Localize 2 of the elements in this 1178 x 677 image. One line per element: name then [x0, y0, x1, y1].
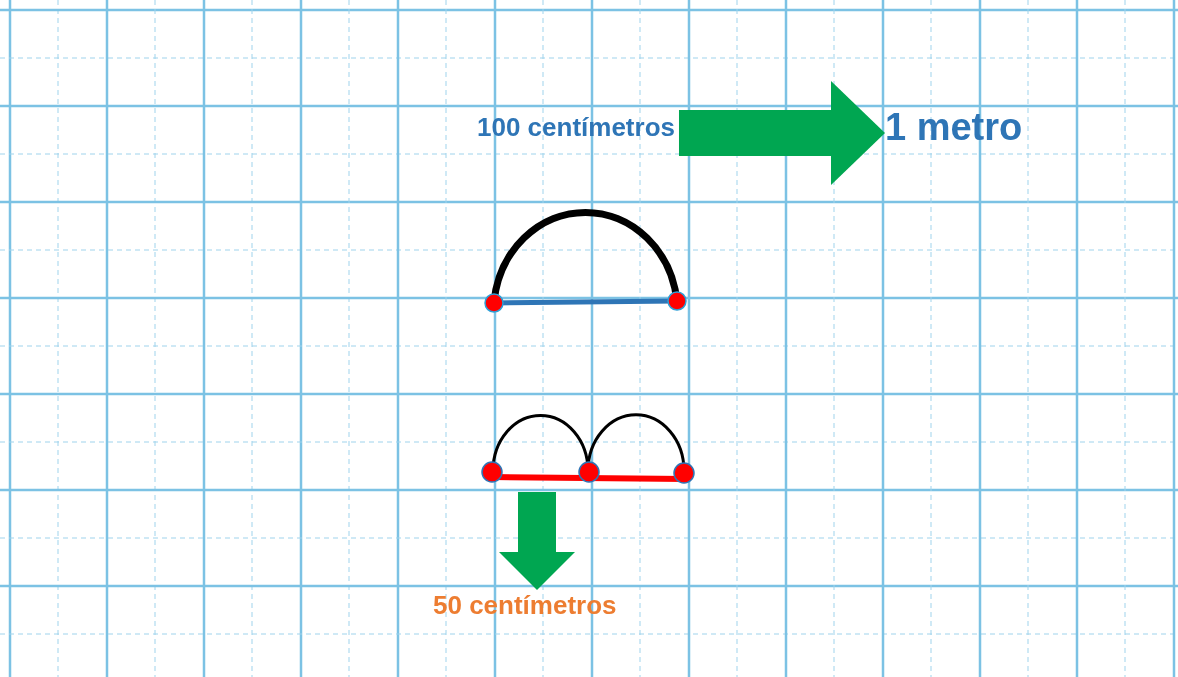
block-arrow — [679, 81, 885, 185]
block-arrow — [499, 492, 575, 590]
